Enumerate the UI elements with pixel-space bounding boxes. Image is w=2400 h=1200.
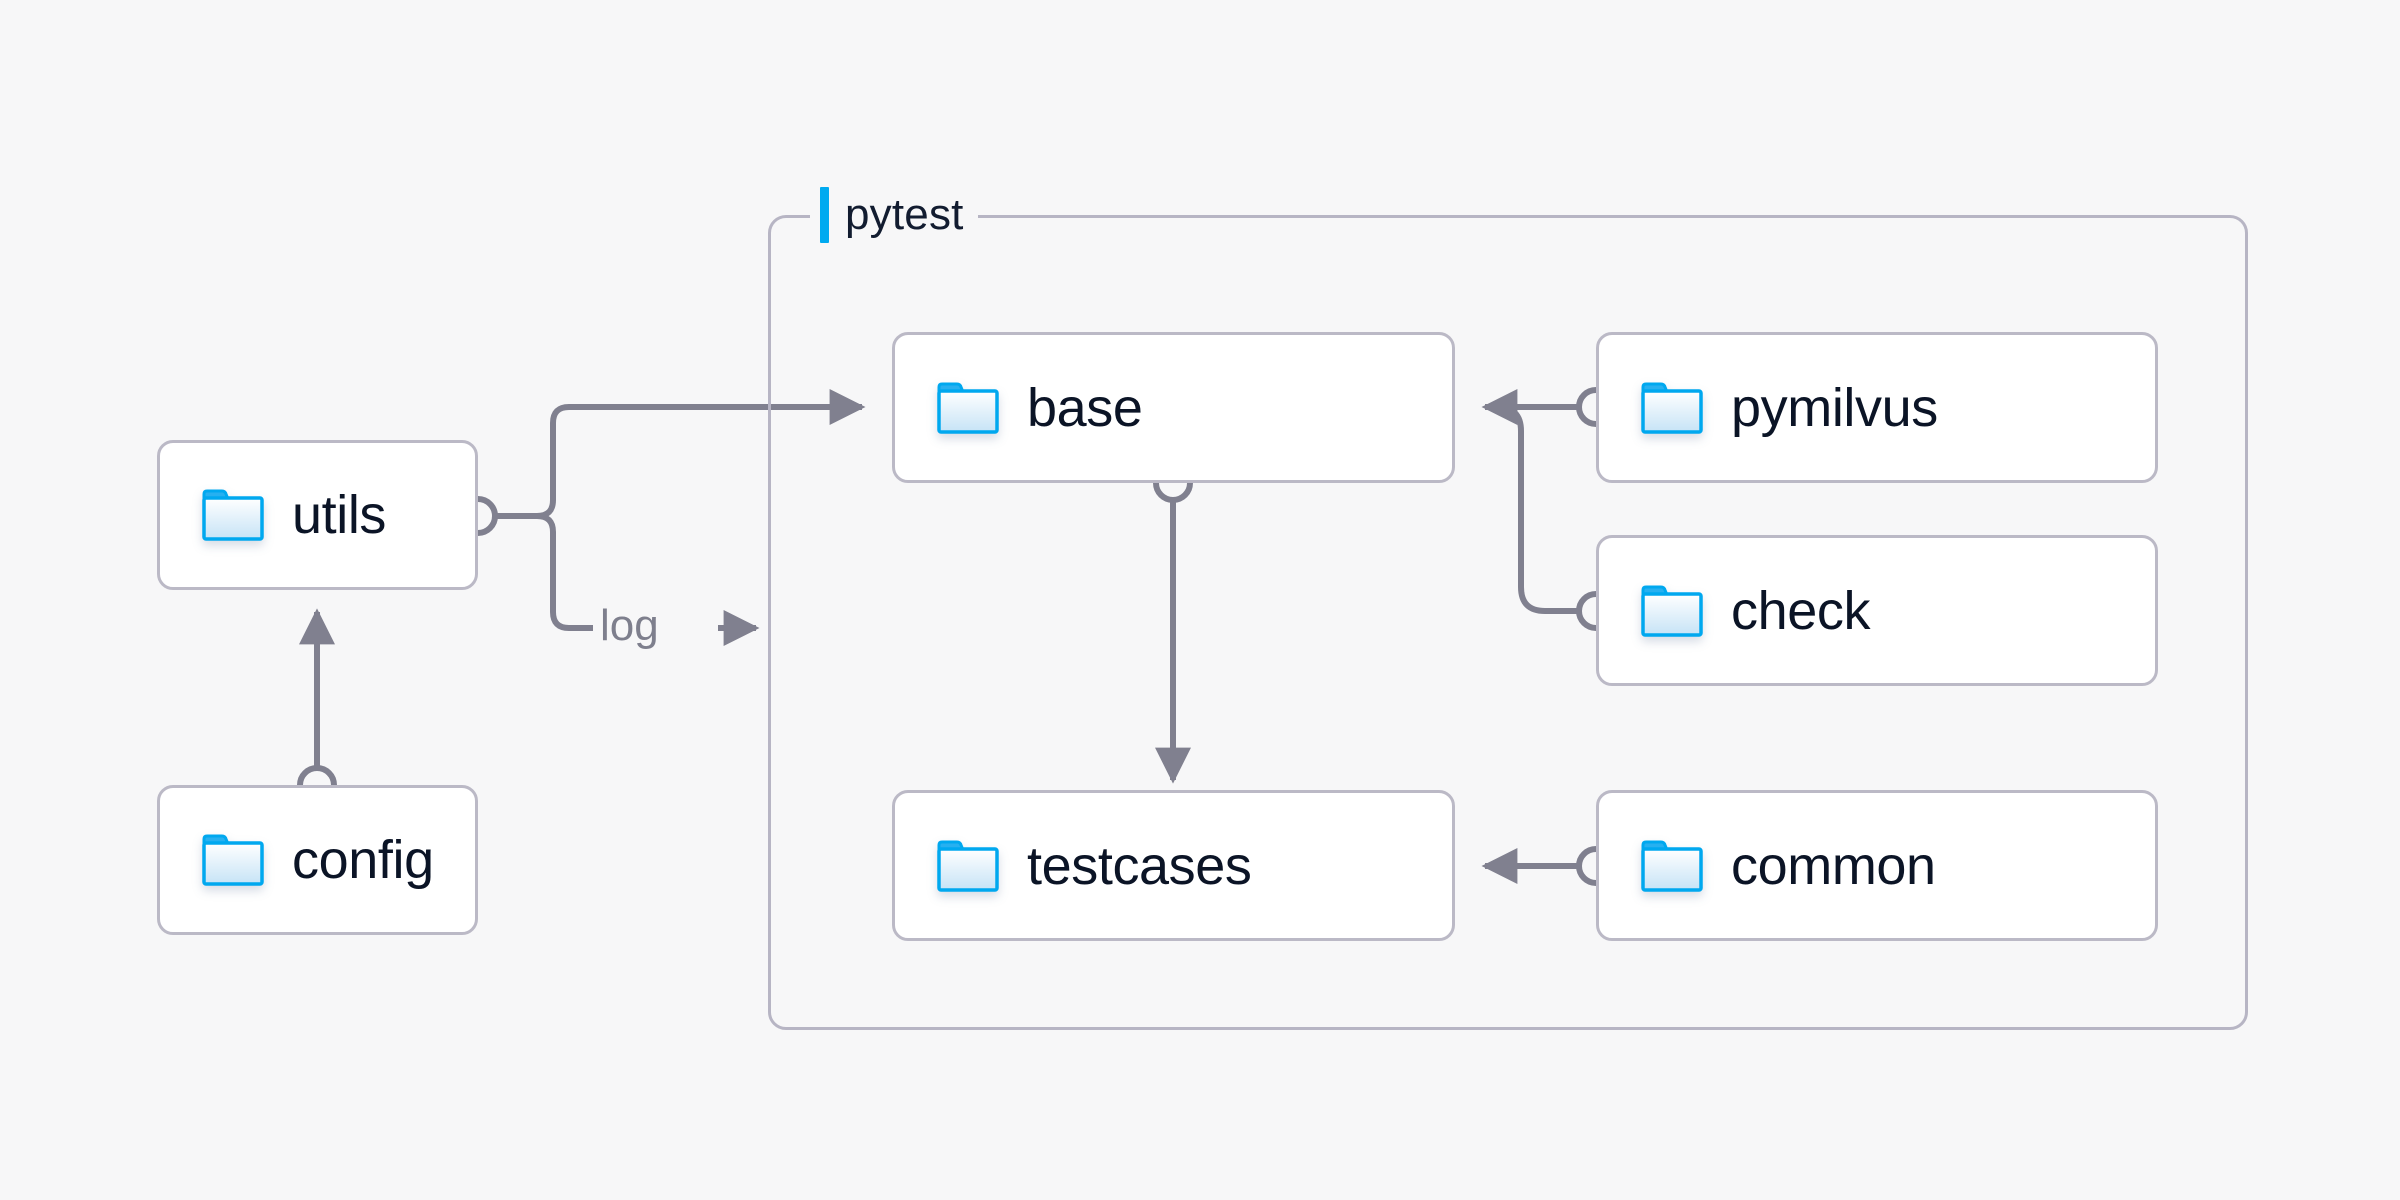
node-utils[interactable]: utils (157, 440, 478, 590)
group-label-pytest: pytest (810, 185, 978, 245)
node-config[interactable]: config (157, 785, 478, 935)
node-check[interactable]: check (1596, 535, 2158, 686)
node-label: pymilvus (1731, 377, 1938, 438)
node-pymilvus[interactable]: pymilvus (1596, 332, 2158, 483)
folder-icon (202, 489, 264, 541)
edge-label-log: log (600, 601, 659, 650)
folder-icon (202, 834, 264, 886)
group-accent-bar (820, 187, 829, 243)
folder-icon (1641, 382, 1703, 434)
node-label: check (1731, 580, 1871, 641)
edge-config-to-utils (297, 608, 337, 805)
group-frame-pytest (768, 215, 2248, 1030)
node-label: testcases (1027, 835, 1252, 896)
node-label: base (1027, 377, 1143, 438)
node-label: config (292, 830, 434, 890)
folder-icon (1641, 585, 1703, 637)
node-common[interactable]: common (1596, 790, 2158, 941)
folder-icon (937, 382, 999, 434)
node-testcases[interactable]: testcases (892, 790, 1455, 941)
folder-icon (937, 840, 999, 892)
node-label: utils (292, 485, 387, 545)
group-label-text: pytest (845, 190, 964, 239)
node-base[interactable]: base (892, 332, 1455, 483)
folder-icon (1641, 840, 1703, 892)
node-label: common (1731, 835, 1936, 896)
